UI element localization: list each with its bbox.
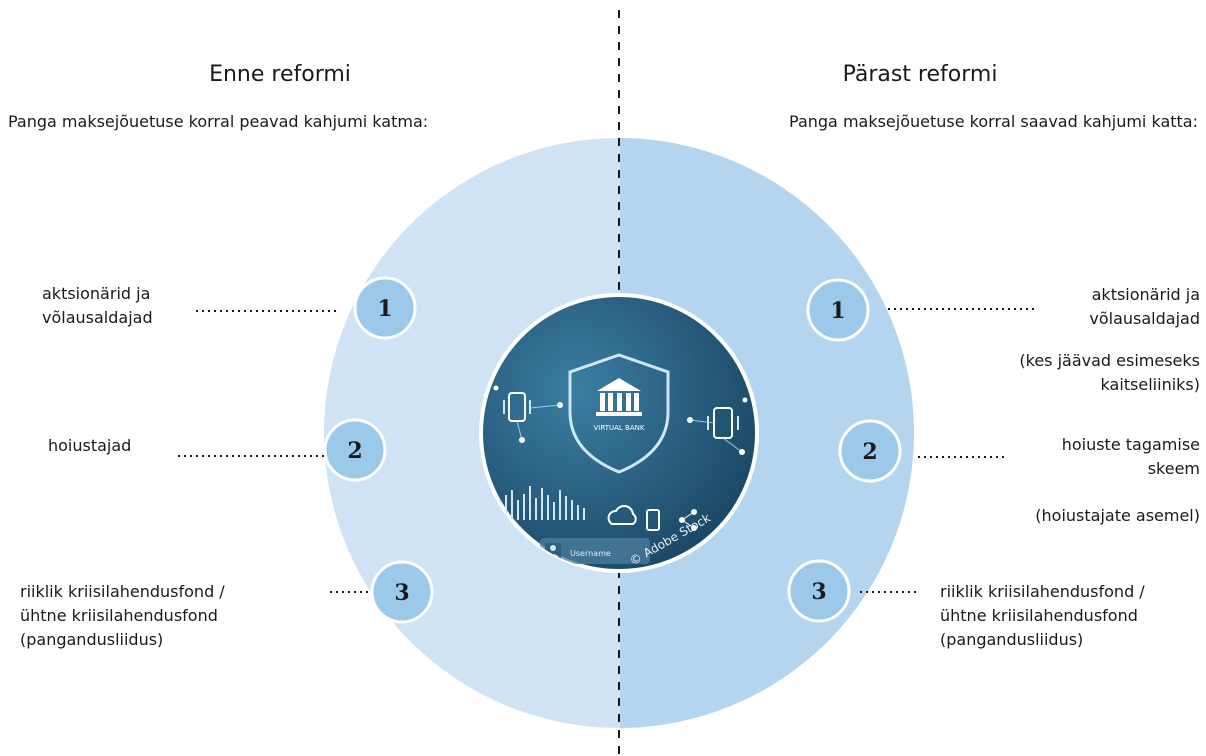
shield-text: VIRTUAL BANK — [594, 424, 645, 432]
label-line: võlausaldajad — [1089, 309, 1200, 328]
label-line: ühtne kriisilahendusfond — [940, 606, 1138, 625]
label-line: võlausaldajad — [42, 308, 153, 327]
right-heading: Pärast reformi — [842, 62, 998, 87]
label-line: ühtne kriisilahendusfond — [20, 606, 218, 625]
number-left-2: 2 — [347, 438, 362, 464]
number-left-3: 3 — [394, 580, 409, 606]
shield-icon — [568, 353, 670, 474]
left-subheading: Panga maksejõuetuse korral peavad kahjum… — [8, 112, 429, 131]
number-right-3: 3 — [811, 579, 826, 605]
right-subheading: Panga maksejõuetuse korral saavad kahjum… — [789, 112, 1198, 131]
label-line: skeem — [1147, 459, 1200, 478]
right-item-2-note: (hoiustajate asemel) — [1035, 504, 1200, 528]
label-line: hoiuste tagamise — [1061, 435, 1200, 454]
network-icon — [679, 509, 697, 531]
label-line: aktsionärid ja — [1091, 285, 1200, 304]
username-bar: Username — [540, 538, 650, 564]
label-line: riiklik kriisilahendusfond / — [20, 582, 225, 601]
smartphone-icon — [493, 385, 563, 443]
left-item-1-label: aktsionärid ja võlausaldajad — [42, 282, 153, 330]
number-left-1: 1 — [377, 296, 392, 322]
number-badge-right-1: 1 — [806, 278, 870, 342]
number-badge-right-2: 2 — [838, 419, 902, 483]
right-item-1-label: aktsionärid ja võlausaldajad — [1089, 283, 1200, 331]
right-item-3-label: riiklik kriisilahendusfond / ühtne kriis… — [940, 580, 1145, 652]
note-line: kaitseliiniks) — [1100, 375, 1200, 394]
left-heading: Enne reformi — [209, 62, 351, 87]
label-line: hoiustajad — [48, 436, 132, 455]
label-line: (pangandusliidus) — [940, 630, 1084, 649]
right-item-2-label: hoiuste tagamise skeem — [1062, 433, 1200, 481]
leader-lines — [178, 308, 1034, 593]
right-item-1-note: (kes jäävad esimeseks kaitseliiniks) — [1019, 349, 1200, 397]
username-text: Username — [570, 549, 611, 558]
note-line: (hoiustajate asemel) — [1035, 506, 1200, 525]
number-badge-left-1: 1 — [353, 276, 417, 340]
number-right-1: 1 — [830, 298, 845, 324]
left-item-2-label: hoiustajad — [48, 434, 131, 458]
smartphone-icon — [646, 509, 660, 531]
cloud-icon — [607, 505, 637, 525]
label-line: aktsionärid ja — [42, 284, 151, 303]
center-image: VIRTUAL BANK — [479, 293, 759, 573]
note-line: (kes jäävad esimeseks — [1019, 351, 1200, 370]
left-item-3-label: riiklik kriisilahendusfond / ühtne kriis… — [20, 580, 225, 652]
bank-icon — [596, 378, 642, 416]
number-badge-left-2: 2 — [323, 418, 387, 482]
number-right-2: 2 — [862, 439, 877, 465]
label-line: riiklik kriisilahendusfond / — [940, 582, 1145, 601]
number-badge-left-3: 3 — [370, 560, 434, 624]
number-badge-right-3: 3 — [787, 559, 851, 623]
smartphone-icon — [687, 397, 748, 455]
label-line: (pangandusliidus) — [20, 630, 164, 649]
